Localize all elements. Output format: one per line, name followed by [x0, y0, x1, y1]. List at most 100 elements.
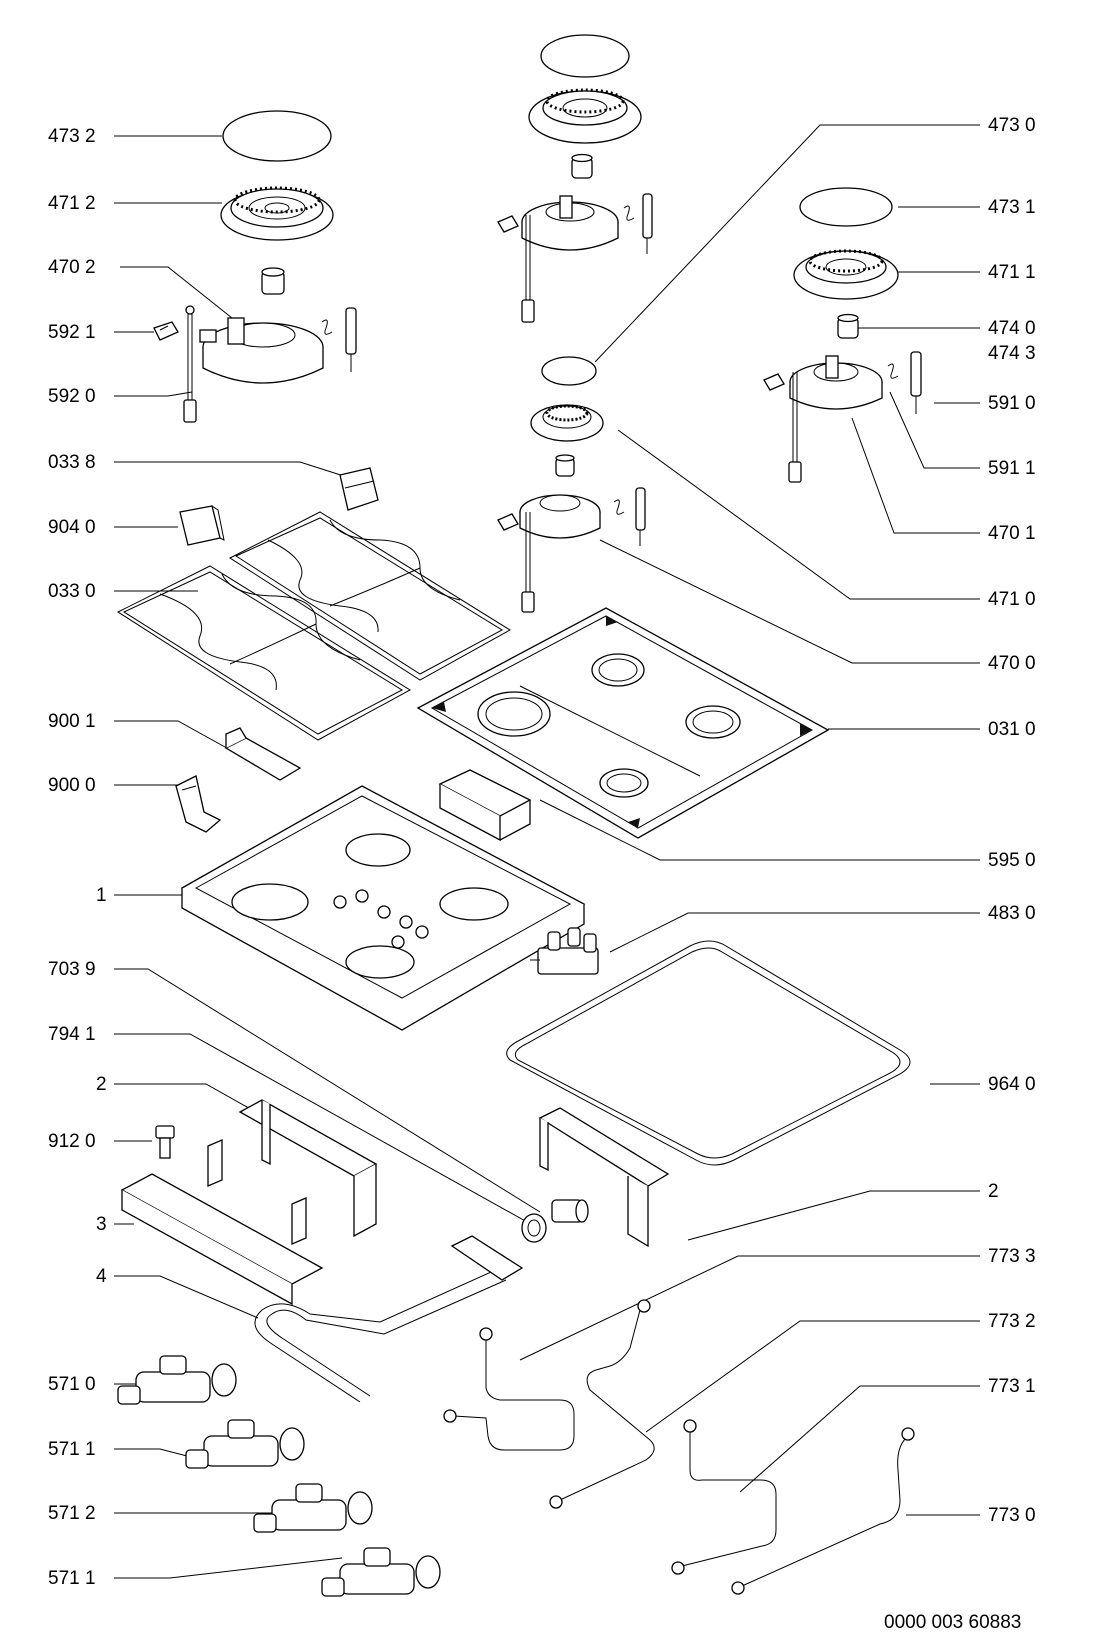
- thermocouple-probe-right: [788, 372, 802, 483]
- burner-crown-large: [220, 186, 334, 241]
- label-2: 2: [96, 1074, 107, 1095]
- gas-tap-571-0: [117, 1355, 237, 1405]
- thermocouple-probe-center: [521, 512, 535, 613]
- label-591-1: 591 1: [988, 458, 1036, 479]
- burner-right-assembly: [763, 187, 922, 483]
- label-591-0: 591 0: [988, 393, 1036, 414]
- burner-cap-top: [540, 34, 630, 78]
- label-900-0: 900 0: [48, 775, 96, 796]
- burner-crown-small: [530, 404, 604, 442]
- gas-inlet-pipe-4: [254, 1235, 524, 1403]
- gasket-964-0: [506, 940, 911, 1166]
- label-571-2: 571 2: [48, 1503, 96, 1524]
- pan-support-foot-033-8: [339, 467, 379, 511]
- injector-nozzle-top: [571, 153, 593, 179]
- pipe-coupling-794-1: [521, 1213, 547, 1243]
- bracket-900-1: [224, 727, 302, 781]
- burner-top-assembly: [497, 34, 653, 323]
- injector-nozzle: [261, 267, 285, 295]
- label-483-0: 483 0: [988, 903, 1036, 924]
- label-473-1: 473 1: [988, 197, 1036, 218]
- burner-cap-small: [541, 356, 597, 386]
- pan-support-grid-front: [116, 565, 411, 741]
- bracket-2-right: [538, 1107, 670, 1248]
- burner-body-center: [519, 494, 601, 539]
- burner-center-assembly: [497, 356, 646, 613]
- label-773-1: 773 1: [988, 1376, 1036, 1397]
- label-794-1: 794 1: [48, 1024, 96, 1045]
- label-912-0: 912 0: [48, 1131, 96, 1152]
- label-3: 3: [96, 1214, 107, 1235]
- burner-crown-medium: [793, 249, 899, 300]
- ignition-electrode-top: [623, 193, 653, 254]
- left-labels: 473 2 471 2 470 2 592 1 592 0 033 8 904 …: [48, 126, 107, 1589]
- terminal-block-483-0: [530, 927, 599, 975]
- document-code: 0000 003 60883: [884, 1612, 1021, 1633]
- label-4: 4: [96, 1266, 107, 1287]
- label-900-1: 900 1: [48, 711, 96, 732]
- burner-cap-large: [222, 110, 332, 162]
- label-595-0: 595 0: [988, 850, 1036, 871]
- thermocouple-clip-top: [497, 215, 519, 233]
- gas-tube-773-2: [549, 1299, 655, 1509]
- thermocouple-probe: [183, 305, 197, 423]
- injector-nozzle-right: [837, 313, 859, 339]
- label-592-1: 592 1: [48, 322, 96, 343]
- label-474-3: 474 3: [988, 343, 1036, 364]
- label-470-1: 470 1: [988, 523, 1036, 544]
- gas-tube-773-3: [443, 1327, 575, 1451]
- screw-912-0: [155, 1125, 175, 1159]
- burner-body-top: [521, 195, 619, 251]
- base-tray-1: [180, 785, 586, 1031]
- spark-generator-595-0: [438, 769, 532, 842]
- label-703-9: 703 9: [48, 959, 96, 980]
- label-474-0: 474 0: [988, 318, 1036, 339]
- label-470-0: 470 0: [988, 653, 1036, 674]
- thermocouple-clip: [153, 321, 179, 341]
- gas-tap-571-2: [253, 1483, 373, 1533]
- burner-body-right: [789, 355, 883, 410]
- pipe-fitting-703-9: [551, 1199, 589, 1223]
- thermocouple-probe-top: [521, 215, 535, 323]
- label-964-0: 964 0: [988, 1074, 1036, 1095]
- label-033-8: 033 8: [48, 452, 96, 473]
- label-773-3: 773 3: [988, 1246, 1036, 1267]
- label-2-right: 2: [988, 1181, 999, 1202]
- thermocouple-clip-right: [763, 373, 785, 391]
- burner-body-large: [199, 317, 324, 384]
- bracket-3: [120, 1139, 324, 1306]
- right-labels: 473 0 473 1 471 1 474 0 474 3 591 0 591 …: [988, 115, 1036, 1526]
- label-471-0: 471 0: [988, 589, 1036, 610]
- label-773-0: 773 0: [988, 1505, 1036, 1526]
- label-571-1b: 571 1: [48, 1568, 96, 1589]
- ignition-electrode-right: [887, 351, 922, 414]
- label-471-2: 471 2: [48, 193, 96, 214]
- burner-left-assembly: [153, 110, 357, 423]
- gas-tube-773-1: [671, 1419, 777, 1575]
- label-592-0: 592 0: [48, 386, 96, 407]
- bracket-2-left: [238, 1099, 378, 1238]
- ignition-electrode: [321, 307, 357, 372]
- label-471-1: 471 1: [988, 262, 1036, 283]
- injector-nozzle-center: [555, 454, 575, 477]
- knob-904-0: [179, 505, 225, 546]
- burner-crown-top: [528, 88, 642, 144]
- bracket-900-0: [175, 775, 222, 833]
- label-1: 1: [96, 885, 107, 906]
- gas-tap-571-1: [185, 1419, 305, 1469]
- burner-cap-medium: [799, 187, 893, 227]
- gas-tube-773-0: [731, 1427, 915, 1595]
- label-571-1: 571 1: [48, 1439, 96, 1460]
- label-473-0: 473 0: [988, 115, 1036, 136]
- label-571-0: 571 0: [48, 1374, 96, 1395]
- label-033-0: 033 0: [48, 581, 96, 602]
- gas-tap-571-1b: [321, 1547, 441, 1597]
- label-031-0: 031 0: [988, 719, 1036, 740]
- label-904-0: 904 0: [48, 517, 96, 538]
- label-473-2: 473 2: [48, 126, 96, 147]
- pan-support-grid-rear: [228, 511, 511, 681]
- label-470-2: 470 2: [48, 257, 96, 278]
- ignition-electrode-center: [613, 487, 646, 546]
- thermocouple-clip-center: [497, 513, 519, 531]
